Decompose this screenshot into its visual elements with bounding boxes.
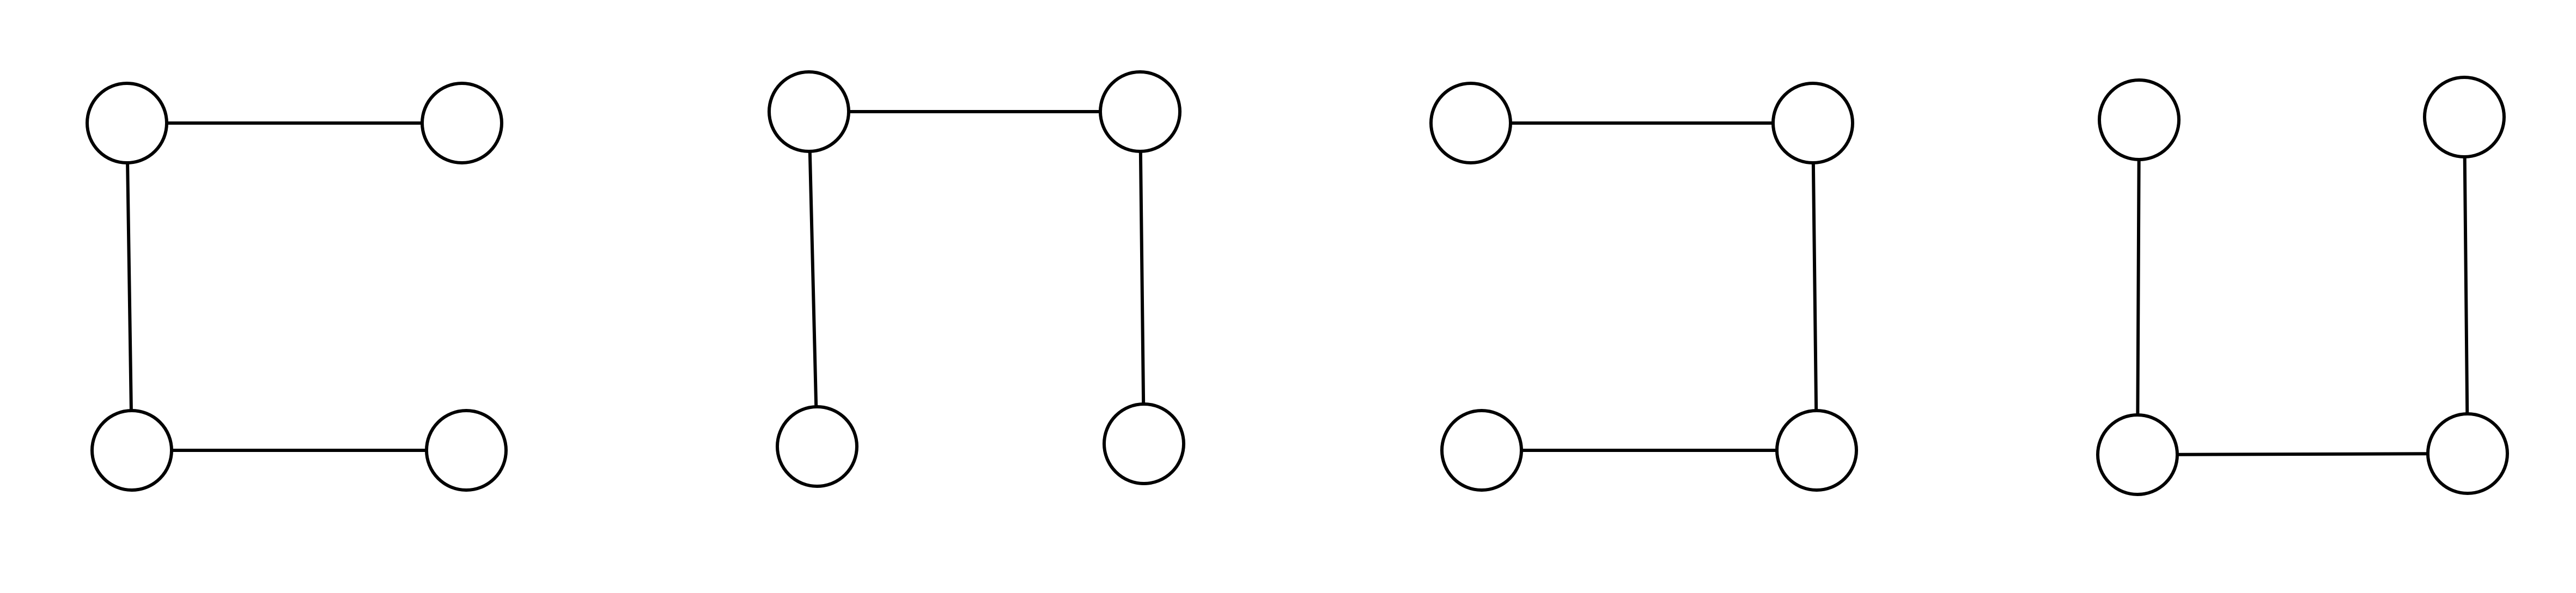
- edge-top-left-bottom-left: [126, 161, 133, 413]
- node-top-left: [86, 82, 168, 164]
- node-top-left: [1429, 82, 1512, 164]
- node-bottom-left: [90, 409, 173, 492]
- node-top-left: [2098, 78, 2181, 161]
- node-top-left: [768, 70, 850, 153]
- edge-top-left-bottom-left: [2136, 157, 2141, 417]
- node-bottom-right: [425, 409, 508, 492]
- node-bottom-right: [1103, 402, 1185, 485]
- edge-bottom-left-bottom-right: [2175, 452, 2430, 456]
- graph-4: [2096, 76, 2509, 496]
- node-top-right: [1771, 82, 1854, 164]
- node-bottom-left: [2096, 413, 2179, 496]
- node-top-right: [1099, 70, 1182, 153]
- graph-1: [86, 82, 508, 492]
- graph-3: [1429, 82, 1858, 492]
- edge-top-left-bottom-left: [808, 149, 818, 409]
- edge-top-right-bottom-right: [1138, 149, 1146, 406]
- node-top-right: [421, 82, 503, 164]
- edge-top-right-bottom-right: [1811, 161, 1818, 413]
- node-bottom-left: [776, 405, 858, 488]
- node-bottom-right: [1775, 409, 1858, 492]
- node-top-right: [2423, 76, 2506, 158]
- node-bottom-right: [2426, 412, 2509, 495]
- graph-2: [768, 70, 1185, 488]
- edge-top-right-bottom-right: [2463, 155, 2469, 416]
- graphs-layer: [86, 70, 2509, 496]
- node-bottom-left: [1440, 409, 1523, 492]
